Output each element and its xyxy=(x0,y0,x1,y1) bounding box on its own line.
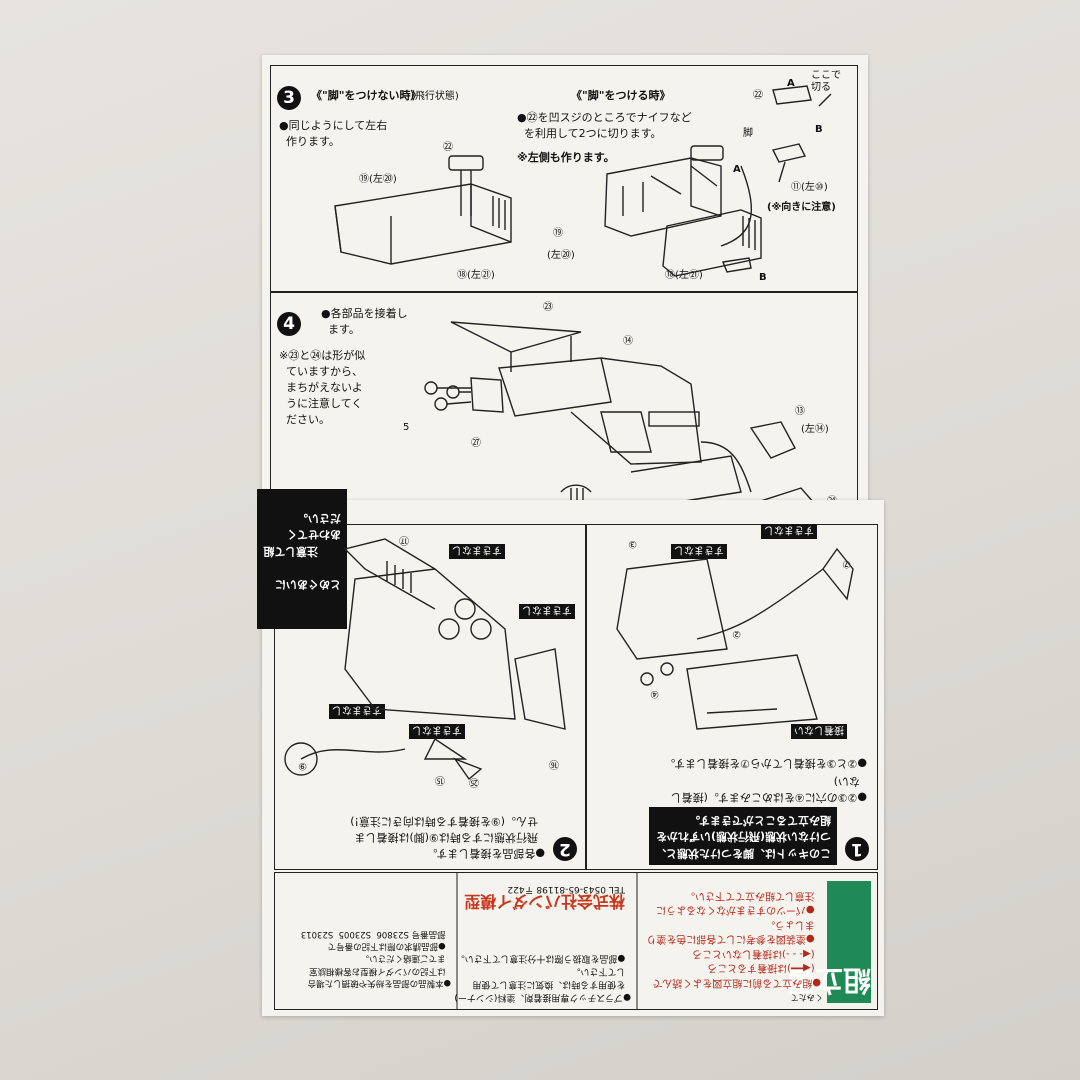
leg-label: 脚 xyxy=(743,128,753,139)
joint-b-label: B xyxy=(759,272,767,283)
joint-a-label: A xyxy=(733,164,741,175)
part-19-left: ⑲(左⑳) xyxy=(359,174,397,185)
part-22-right: ㉒ xyxy=(753,90,763,101)
step-4-text: ●各部品を接着し ます。 xyxy=(321,307,408,336)
part-14-label: ⑭ xyxy=(623,336,633,347)
part-23-label: ㉓ xyxy=(543,302,553,313)
part-5-label: 5 xyxy=(403,422,410,433)
cut-here-label: ここで 切る xyxy=(811,70,841,93)
step-4-number: 4 xyxy=(277,312,301,336)
step-4-panel: 4 ●各部品を接着し ます。 ※㉓と㉔は形が似 ていますから、 まちがえないよ … xyxy=(270,291,858,512)
step-2-panel: 2 ●各部品を接着します。 飛行状態にする時は⑨(脚)は接着しま せん。(⑨を接… xyxy=(257,489,586,870)
part-11-label: ⑪(左⑩) xyxy=(791,182,828,193)
part-27-label: ㉗ xyxy=(471,438,481,449)
step-3-panel: 3 《"脚"をつけない時》 (飛行状態) ●同じようにして左右 作ります。 《"… xyxy=(270,65,858,293)
step-3-right-note: ※左側も作ります。 xyxy=(517,151,615,164)
step-3-right-text: ●㉒を凹スジのところでナイフなど を利用して2つに切ります。 xyxy=(517,111,692,140)
step-3-left-title-note: (飛行状態) xyxy=(411,91,459,102)
part-13-label: ⑬ xyxy=(795,406,805,417)
step-4-note: ※㉓と㉔は形が似 ていますから、 まちがえないよ うに注意してく ださい。 xyxy=(279,349,366,426)
part-14b-label: (左⑭) xyxy=(801,424,829,435)
step-3-number: 3 xyxy=(277,86,301,110)
instruction-sheet-top: 3 《"脚"をつけない時》 (飛行状態) ●同じようにして左右 作ります。 《"… xyxy=(262,55,868,512)
step-3-left-text: ●同じようにして左右 作ります。 xyxy=(279,119,388,148)
footer-panel: 組立図 くみたて ●組み立てる前に組立図をよく読んで (◀━━)は接着するところ… xyxy=(274,872,878,1010)
step-3-illustration xyxy=(334,85,832,277)
footer-dividers xyxy=(456,873,638,1009)
step-3-left-title: 《"脚"をつけない時》 xyxy=(311,89,422,102)
part-19-right: ⑲ xyxy=(553,228,563,239)
step-2-illustration xyxy=(284,538,566,781)
part-20-right: (左⑳) xyxy=(547,250,575,261)
step-1-panel: 1 このキットは、脚をつけた状態と、 つけない状態(飛行状態)いずれかを 組み立… xyxy=(586,524,878,870)
step-3-right-title: 《"脚"をつける時》 xyxy=(571,89,671,102)
part-18-left: ⑱(左㉑) xyxy=(457,270,495,281)
step-1-illustration xyxy=(616,547,854,730)
part-22-left: ㉒ xyxy=(443,142,453,153)
cut-b-label: B xyxy=(815,124,823,135)
direction-note: (※向きに注意) xyxy=(767,202,836,213)
step-4-illustration xyxy=(424,321,822,512)
instruction-sheet-bottom: 2 ●各部品を接着します。 飛行状態にする時は⑨(脚)は接着しま せん。(⑨を接… xyxy=(257,489,884,1016)
part-18-right: ⑱(左㉑) xyxy=(665,270,703,281)
cut-a-label: A xyxy=(787,78,795,89)
